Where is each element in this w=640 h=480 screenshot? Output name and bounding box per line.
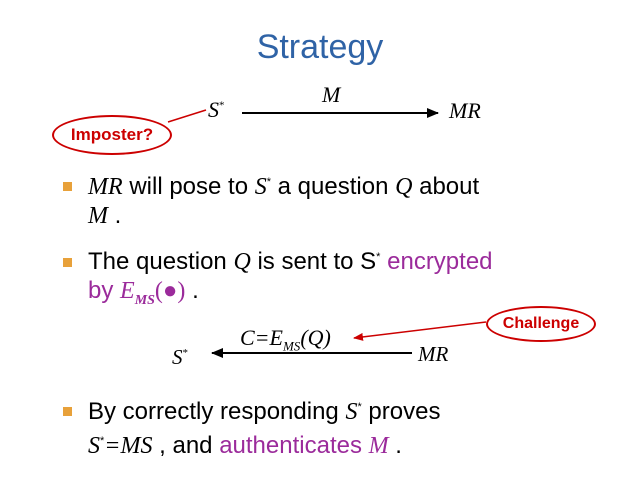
receiver-label-2: MR (418, 342, 449, 366)
slide-title: Strategy (256, 28, 384, 66)
bullet-marker (63, 407, 72, 416)
ciphertext-label: C=EMS(Q) (240, 325, 331, 354)
message-label: M (322, 82, 341, 107)
receiver-label: MR (449, 98, 481, 123)
bullet-marker (63, 258, 72, 267)
bullet-1-line-1: MR will pose to S* a question Q about (88, 173, 480, 200)
bullet-1-line-2: M . (88, 202, 122, 229)
challenge-callout: Challenge (486, 306, 596, 342)
sender-label: S* (208, 97, 225, 122)
imposter-callout: Imposter? (52, 115, 172, 155)
sender-label-2: S* (172, 345, 188, 369)
bullet-2-line-2: by EMS(●) . (88, 277, 199, 308)
imposter-pointer (167, 109, 207, 123)
bullet-2-line-1: The question Q is sent to S* encrypted (88, 248, 493, 275)
challenge-pointer (353, 321, 487, 341)
bullet-3-line-2: S*=MS , and authenticates M . (88, 432, 402, 459)
bullet-marker (63, 182, 72, 191)
bullet-3-line-1: By correctly responding S* proves (88, 398, 441, 425)
